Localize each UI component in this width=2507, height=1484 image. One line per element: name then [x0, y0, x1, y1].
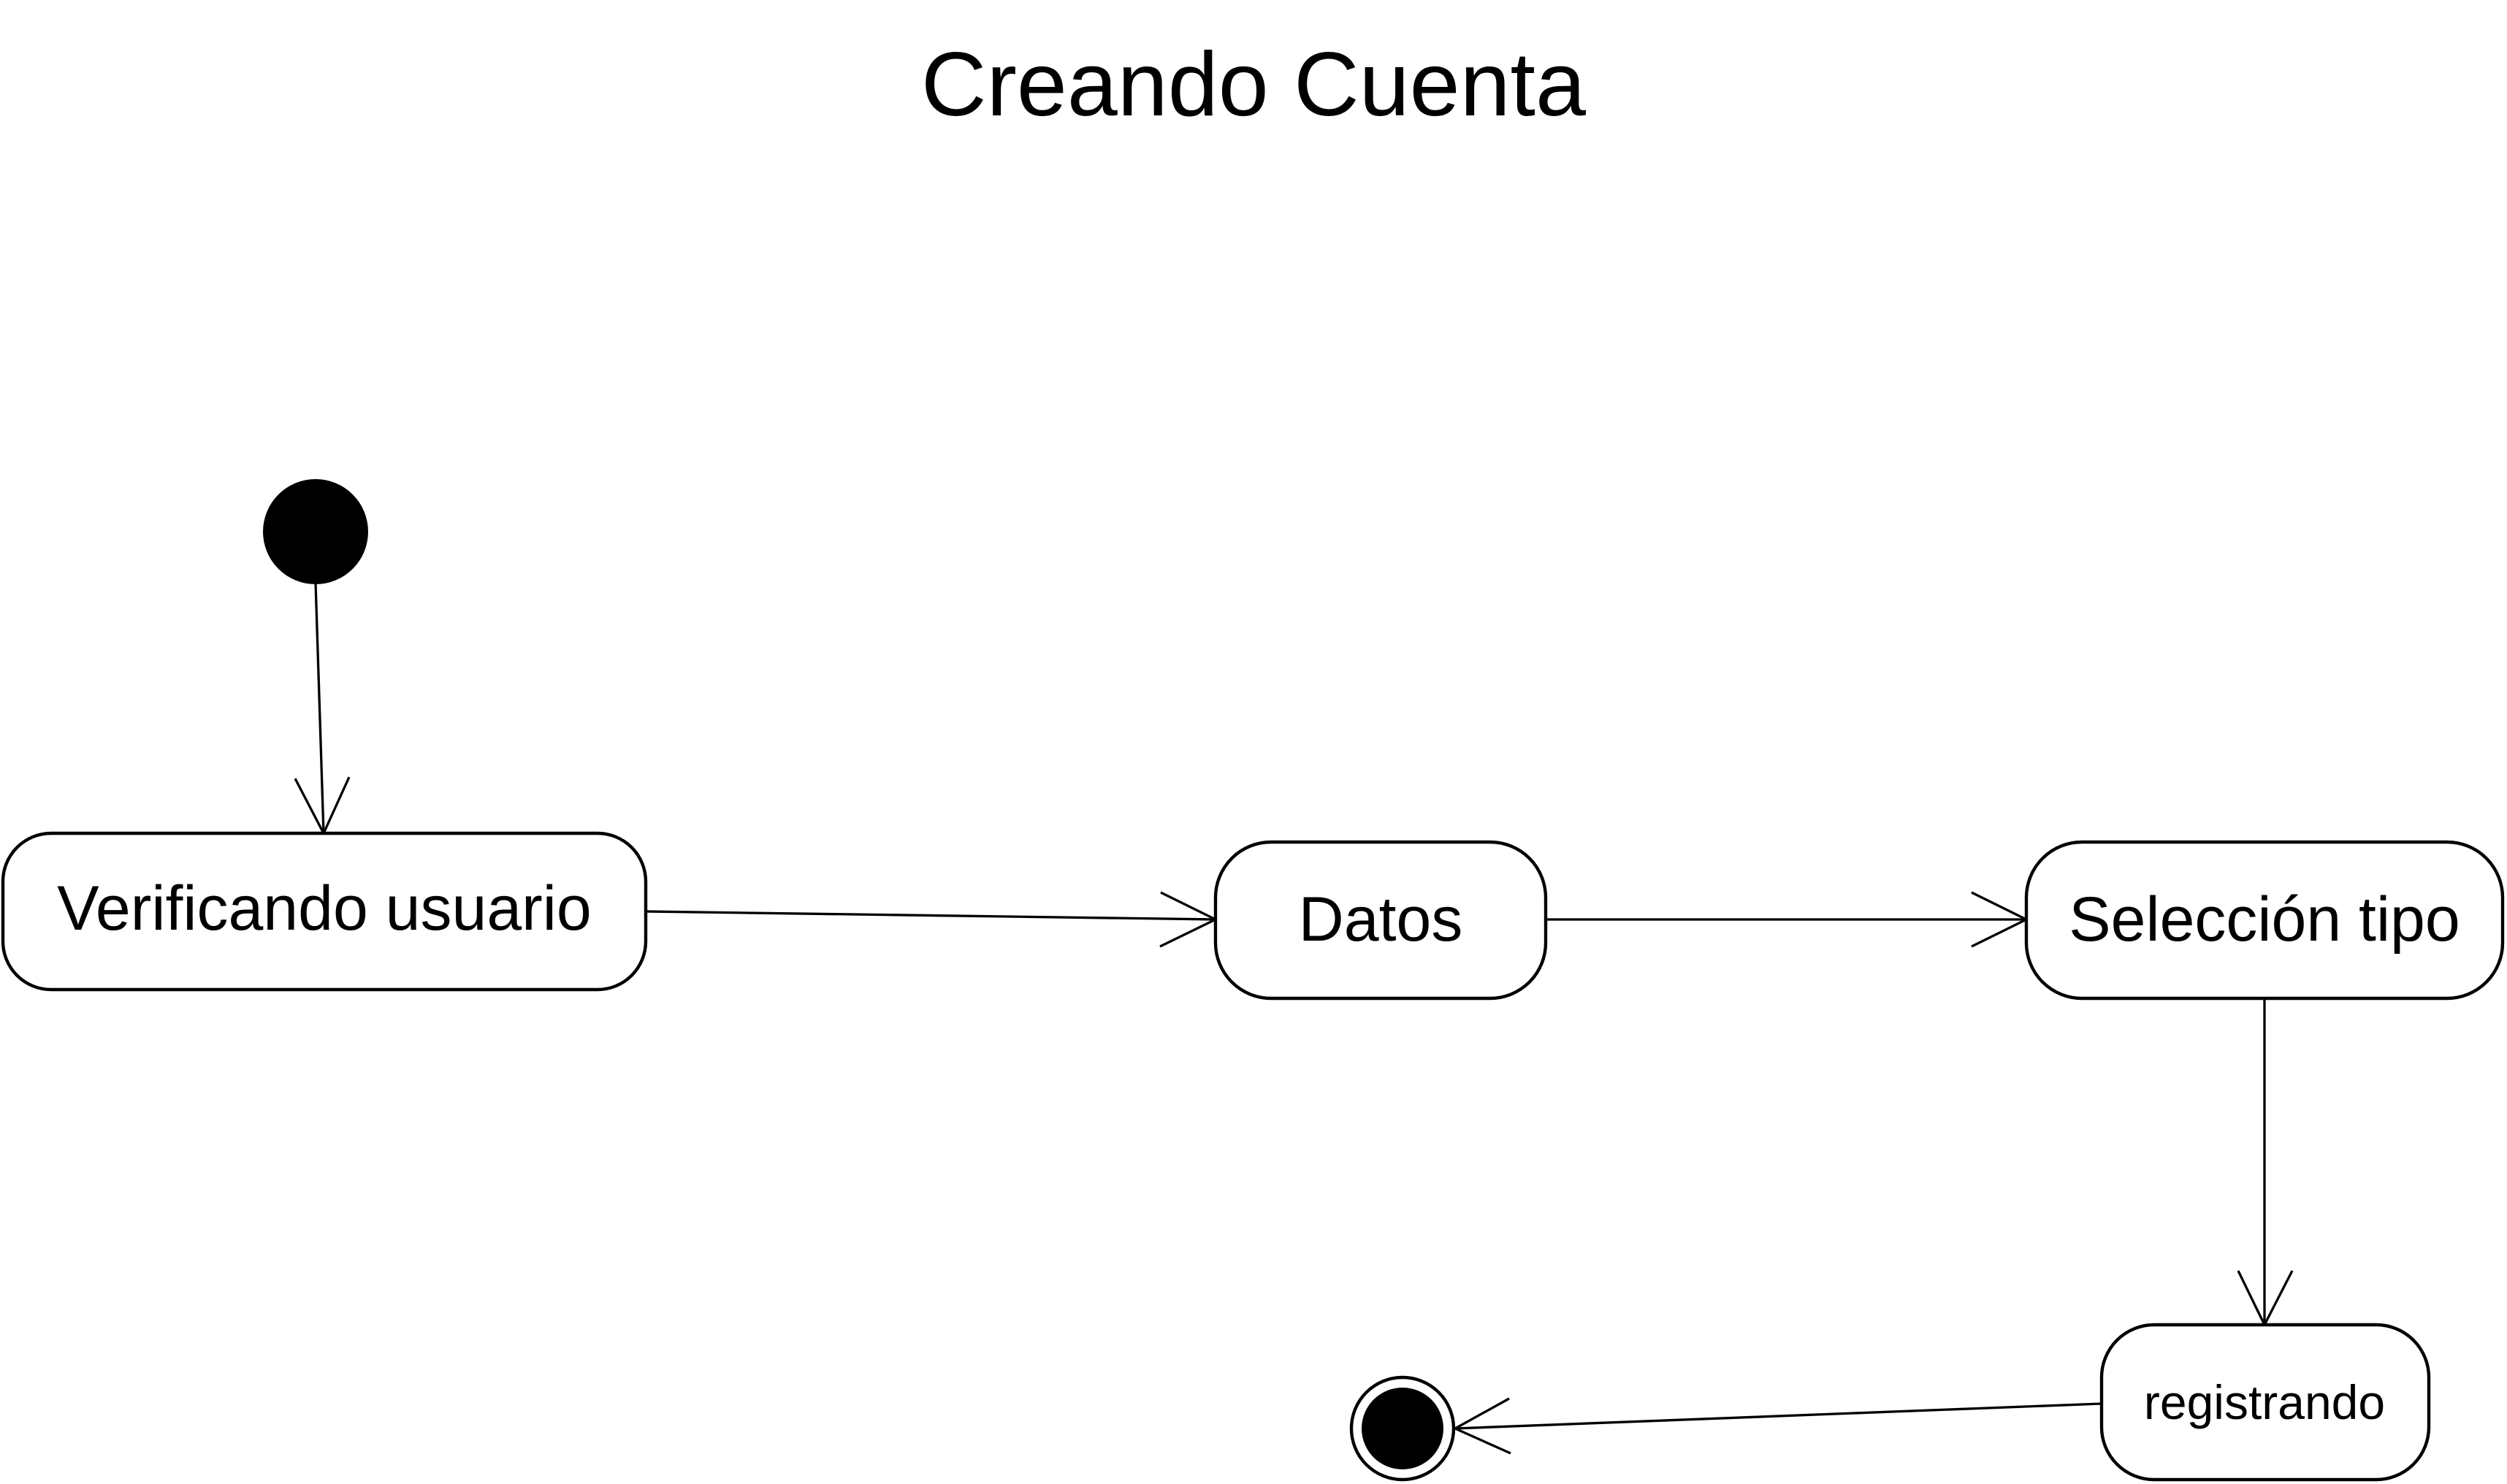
state-seleccion-tipo: Selección tipo: [2024, 840, 2505, 1001]
transition-verificando-to-datos: [645, 891, 1218, 948]
state-label-datos: Datos: [1299, 884, 1463, 955]
state-datos: Datos: [1213, 840, 1548, 1001]
transition-datos-to-seleccion: [1546, 891, 2029, 948]
state-label-verificando-usuario: Verificando usuario: [57, 873, 591, 944]
final-state-node: [1349, 1375, 1456, 1482]
state-label-seleccion-tipo: Selección tipo: [2069, 884, 2460, 955]
state-label-registrando: registrando: [2144, 1375, 2385, 1429]
state-registrando: registrando: [2099, 1323, 2431, 1482]
transition-initial-to-verificando: [294, 582, 351, 836]
initial-state-node: [263, 479, 368, 584]
state-verificando-usuario: Verificando usuario: [1, 831, 648, 992]
diagram-title: Creando Cuenta: [921, 34, 1586, 135]
transition-registrando-to-final: [1452, 1397, 2102, 1455]
transition-seleccion-to-registrando: [2237, 998, 2294, 1328]
